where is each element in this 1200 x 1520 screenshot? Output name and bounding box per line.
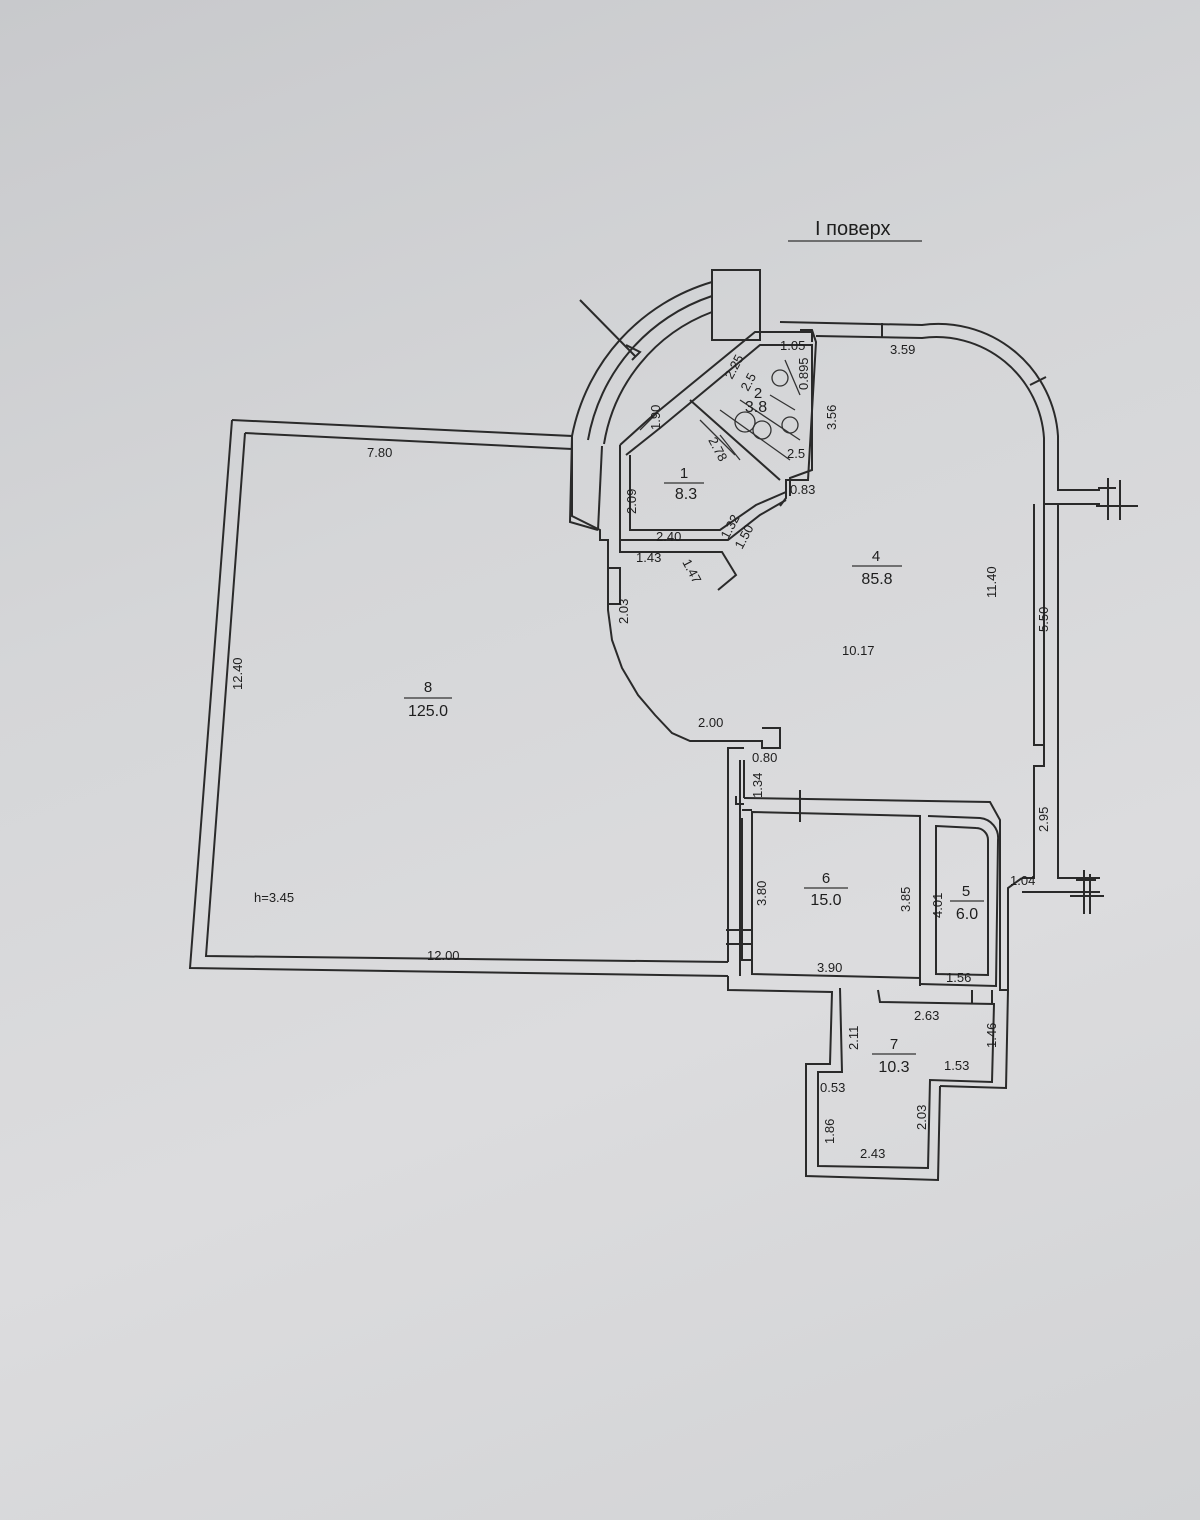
dim-room5-bottom: 1.56 xyxy=(946,970,971,985)
dim-corr-top: 1.43 xyxy=(636,550,661,565)
room-1-2-walls xyxy=(619,329,818,591)
room-1-number: 1 xyxy=(680,465,688,482)
floor-title: I поверх xyxy=(815,218,891,240)
ceiling-height: h=3.45 xyxy=(254,890,294,905)
room-8-walls xyxy=(188,419,781,977)
room-7-number: 7 xyxy=(890,1036,898,1053)
dim-room8-bottom: 12.00 xyxy=(427,948,460,963)
dim-room7-low-left: 1.86 xyxy=(822,1119,837,1144)
room-2-area: 3.8 xyxy=(745,399,767,416)
dim-room2-right-side: 0.895 xyxy=(796,357,811,390)
dim-room6-bottom: 3.90 xyxy=(817,960,842,975)
dim-room1-inner: 2.78 xyxy=(705,434,730,463)
dim-room4-small-b: 1.34 xyxy=(750,773,765,798)
dim-room4-center: 10.17 xyxy=(842,643,875,658)
room-1-area: 8.3 xyxy=(675,486,697,503)
dim-room4-outer: 5.50 xyxy=(1036,607,1051,632)
dim-room7-low-right: 2.03 xyxy=(914,1105,929,1130)
room-2-number: 2 xyxy=(754,385,762,402)
room-2-label: 2 3.8 xyxy=(745,385,767,416)
dim-room7-top: 2.63 xyxy=(914,1008,939,1023)
dim-room8-top: 7.80 xyxy=(367,445,392,460)
dim-room2-bottom: 2.5 xyxy=(787,446,805,461)
dim-room7-bottom: 2.43 xyxy=(860,1146,885,1161)
dim-room8-left: 12.40 xyxy=(230,657,245,690)
dim-room7-left: 2.11 xyxy=(846,1026,861,1050)
dim-room7-inner: 0.53 xyxy=(820,1080,845,1095)
dim-room4-right: 11.40 xyxy=(984,566,999,598)
dim-room1-left: 2.09 xyxy=(624,489,639,514)
room-6-area: 15.0 xyxy=(810,892,841,909)
room-7-area: 10.3 xyxy=(878,1059,909,1076)
room-6-label: 6 15.0 xyxy=(804,870,848,909)
tower-walls xyxy=(568,269,761,531)
dim-room5-left: 4.01 xyxy=(930,893,945,918)
room-8-number: 8 xyxy=(424,679,432,696)
dim-room4-top: 3.59 xyxy=(890,342,915,357)
dim-room1-diag-top: 1.90 xyxy=(648,405,663,430)
dim-room4-small-a: 0.80 xyxy=(752,750,777,765)
dim-room2-right-top: 1.05 xyxy=(780,338,805,353)
dim-room1-bottom: 2.40 xyxy=(656,529,681,544)
room-4-area: 85.8 xyxy=(861,571,892,588)
dim-room2-side: 3.56 xyxy=(824,405,839,430)
dim-corr-bottom: 2.00 xyxy=(698,715,723,730)
room-5-area: 6.0 xyxy=(956,906,978,923)
dim-room6-right: 3.85 xyxy=(898,887,913,912)
room-6-number: 6 xyxy=(822,870,830,887)
dim-room2-low: 0.83 xyxy=(790,482,815,497)
room-6-walls xyxy=(726,760,1023,991)
dim-room4-step: 1.04 xyxy=(1010,873,1035,888)
room-7-label: 7 10.3 xyxy=(872,1036,916,1076)
dim-room2-mid: 2.5 xyxy=(737,370,759,393)
dim-room4-right-low: 2.95 xyxy=(1036,807,1051,832)
room-5-number: 5 xyxy=(962,883,970,900)
dim-room7-step: 1.53 xyxy=(944,1058,969,1073)
room-7-walls xyxy=(727,976,1009,1182)
room-4-number: 4 xyxy=(872,548,880,565)
room-5-walls xyxy=(919,815,1000,988)
room-1-label: 1 8.3 xyxy=(664,465,704,503)
dim-room6-left: 3.80 xyxy=(754,881,769,906)
room-5-label: 5 6.0 xyxy=(950,883,984,923)
dim-room7-right: 1.46 xyxy=(984,1023,999,1048)
room-8-area: 125.0 xyxy=(408,703,448,720)
room-4-walls xyxy=(608,321,1138,914)
room-8-label: 8 125.0 xyxy=(404,679,452,720)
room-4-label: 4 85.8 xyxy=(852,548,902,588)
dim-corr-diag: 1.47 xyxy=(679,556,704,585)
dim-corr-left: 2.03 xyxy=(616,599,631,624)
